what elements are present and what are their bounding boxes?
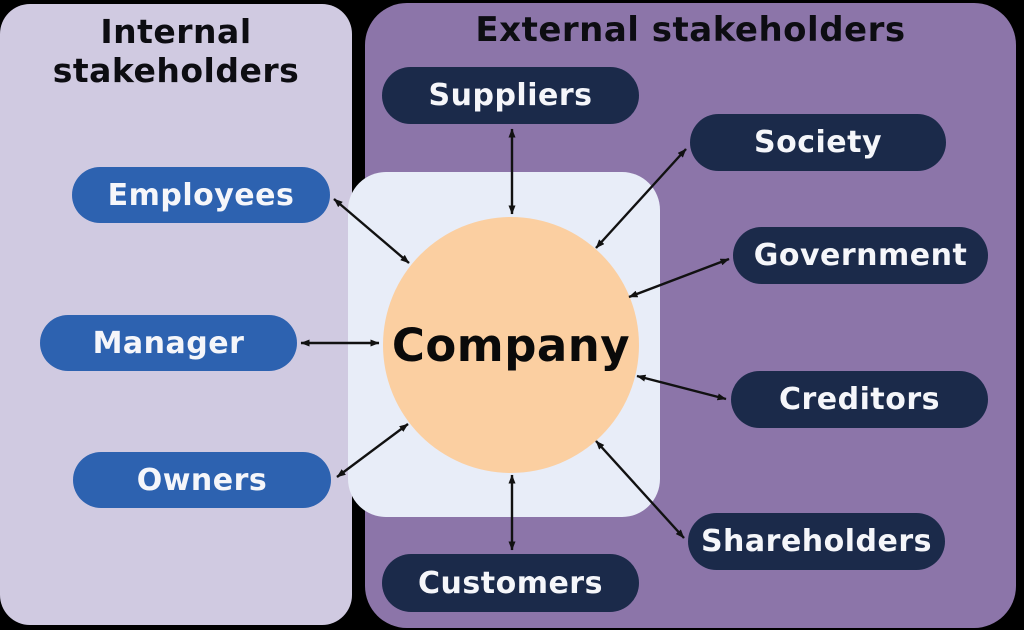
company-node: Company [383, 217, 639, 473]
node-employees: Employees [72, 167, 330, 223]
node-shareholders-label: Shareholders [700, 524, 933, 559]
node-government: Government [733, 227, 988, 284]
internal-stakeholders-panel [0, 4, 352, 625]
node-government-label: Government [753, 238, 968, 273]
node-manager-label: Manager [92, 325, 245, 361]
internal-stakeholders-title: Internal stakeholders [52, 12, 300, 90]
node-suppliers: Suppliers [382, 67, 639, 124]
node-customers: Customers [382, 554, 639, 612]
node-society: Society [690, 114, 946, 171]
node-creditors-label: Creditors [778, 382, 941, 417]
node-owners-label: Owners [136, 462, 268, 498]
node-employees-label: Employees [107, 177, 295, 213]
node-society-label: Society [753, 125, 883, 160]
node-customers-label: Customers [418, 565, 603, 601]
node-creditors: Creditors [731, 371, 988, 428]
node-owners: Owners [73, 452, 331, 508]
external-stakeholders-title: External stakeholders [475, 10, 906, 50]
node-shareholders: Shareholders [688, 513, 945, 570]
node-suppliers-label: Suppliers [428, 78, 593, 113]
node-manager: Manager [40, 315, 297, 371]
company-label: Company [391, 318, 631, 372]
